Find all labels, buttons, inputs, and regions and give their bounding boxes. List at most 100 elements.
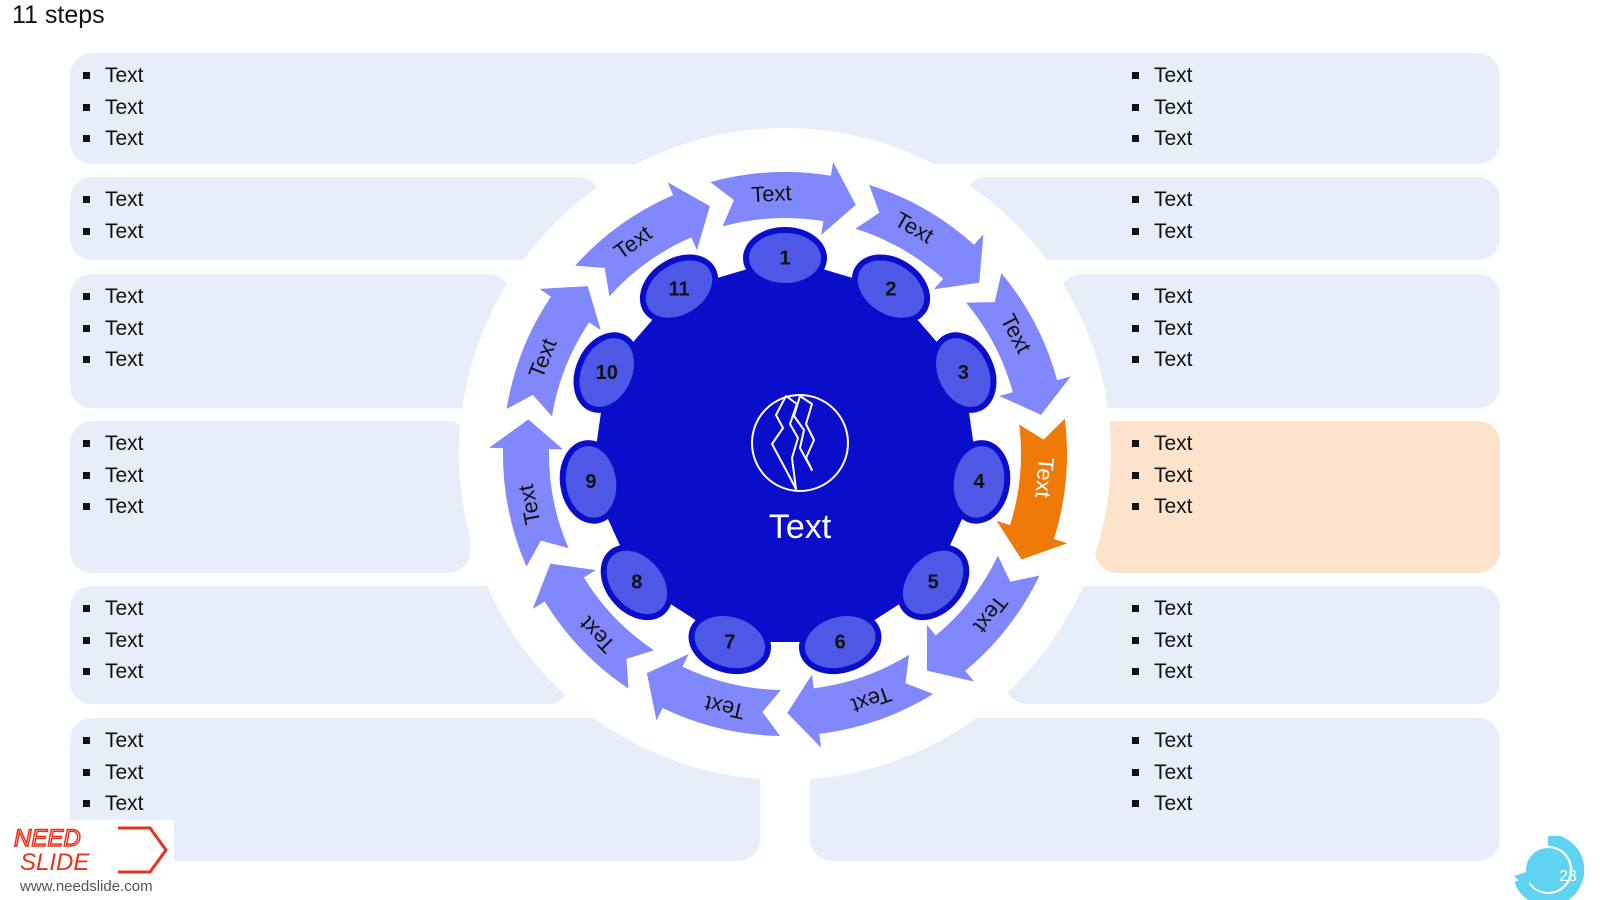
step-badge-3 xyxy=(930,332,997,413)
logo: NEED SLIDE xyxy=(0,820,174,900)
step-badge-6 xyxy=(798,610,882,675)
bullet-item: Text xyxy=(83,92,144,124)
step-badge-9 xyxy=(559,440,623,524)
step-badge-8 xyxy=(600,544,674,621)
step-arrow-5 xyxy=(926,555,1040,682)
panel-left-5 xyxy=(70,586,570,704)
step-badge-1 xyxy=(743,227,827,289)
left-list-3: Text Text Text xyxy=(83,281,144,376)
step-number-4: 4 xyxy=(973,471,985,493)
crack-icon xyxy=(771,395,799,490)
bullet-item: Text xyxy=(83,491,144,523)
bullet-item: Text xyxy=(1132,216,1193,248)
panel-left-4 xyxy=(70,421,470,573)
step-number-2: 2 xyxy=(885,278,896,300)
step-number-8: 8 xyxy=(631,572,642,594)
step-badge-7 xyxy=(688,610,772,675)
bullet-item: Text xyxy=(1132,428,1193,460)
center-hub xyxy=(590,258,980,643)
slide-title: 11 steps xyxy=(12,1,105,29)
panel-left-2 xyxy=(70,177,600,260)
left-list-5: Text Text Text xyxy=(83,593,144,688)
bullet-item: Text xyxy=(83,184,144,216)
step-arrow-7 xyxy=(646,653,781,736)
step-arrow-3 xyxy=(966,273,1071,415)
step-number-10: 10 xyxy=(596,362,618,384)
panel-right-4-highlight xyxy=(1095,421,1500,573)
website-url: www.needslide.com xyxy=(20,878,153,895)
step-badge-5 xyxy=(896,544,970,621)
step-arrow-1 xyxy=(710,161,856,235)
step-badge-10 xyxy=(573,332,640,413)
bullet-item: Text xyxy=(1132,491,1193,523)
step-arrow-label-1: Text xyxy=(751,180,793,207)
bullet-item: Text xyxy=(83,788,144,820)
left-list-1: Text Text Text xyxy=(83,60,144,155)
bullet-item: Text xyxy=(1132,344,1193,376)
bullet-item: Text xyxy=(1132,281,1193,313)
bullet-item: Text xyxy=(1132,725,1193,757)
bullet-item: Text xyxy=(1132,92,1193,124)
left-list-2: Text Text xyxy=(83,184,144,247)
bullet-item: Text xyxy=(83,281,144,313)
bullet-item: Text xyxy=(83,656,144,688)
step-number-5: 5 xyxy=(928,572,939,594)
needslide-logo: NEED SLIDE xyxy=(13,824,168,876)
left-list-4: Text Text Text xyxy=(83,428,144,523)
bullet-item: Text xyxy=(1132,593,1193,625)
right-list-3: Text Text Text xyxy=(1132,281,1193,376)
panel-right-2 xyxy=(965,177,1500,260)
crack-icon-right xyxy=(793,395,815,471)
step-number-6: 6 xyxy=(835,631,846,653)
panel-left-3 xyxy=(70,274,510,408)
step-arrow-9 xyxy=(489,419,569,567)
bullet-item: Text xyxy=(83,428,144,460)
bullet-item: Text xyxy=(83,344,144,376)
center-label: Text xyxy=(768,508,832,546)
page-number: 23 xyxy=(1559,868,1577,885)
logo-word-1: NEED xyxy=(14,825,81,852)
bullet-item: Text xyxy=(1132,788,1193,820)
bullet-item: Text xyxy=(1132,123,1193,155)
bullet-item: Text xyxy=(1132,313,1193,345)
right-list-1: Text Text Text xyxy=(1132,60,1193,155)
step-arrow-10 xyxy=(506,286,601,417)
bullet-item: Text xyxy=(83,757,144,789)
page-number-badge-icon xyxy=(1514,836,1584,900)
panel-right-5 xyxy=(1005,586,1500,704)
right-list-4: Text Text Text xyxy=(1132,428,1193,523)
step-number-3: 3 xyxy=(958,362,969,384)
bullet-item: Text xyxy=(83,123,144,155)
left-list-6: Text Text Text xyxy=(83,725,144,820)
right-list-6: Text Text Text xyxy=(1132,725,1193,820)
bullet-item: Text xyxy=(83,460,144,492)
bullet-item: Text xyxy=(1132,184,1193,216)
right-list-5: Text Text Text xyxy=(1132,593,1193,688)
logo-word-2: SLIDE xyxy=(20,849,90,876)
bullet-item: Text xyxy=(1132,625,1193,657)
step-badge-11 xyxy=(639,254,719,324)
step-arrow-11 xyxy=(575,182,710,297)
step-badge-2 xyxy=(851,254,931,324)
bullet-item: Text xyxy=(83,725,144,757)
bullet-item: Text xyxy=(1132,757,1193,789)
bullet-item: Text xyxy=(1132,460,1193,492)
step-number-11: 11 xyxy=(668,278,689,300)
bullet-item: Text xyxy=(83,625,144,657)
step-arrow-label-4: Text xyxy=(1030,456,1059,498)
bullet-item: Text xyxy=(83,313,144,345)
right-list-2: Text Text xyxy=(1132,184,1193,247)
step-arrow-4 xyxy=(996,418,1068,560)
step-arrow-2 xyxy=(855,184,984,290)
step-number-1: 1 xyxy=(779,247,790,269)
step-number-7: 7 xyxy=(724,631,735,653)
step-arrow-6 xyxy=(787,654,934,748)
step-number-9: 9 xyxy=(585,471,596,493)
bullet-item: Text xyxy=(83,593,144,625)
step-badge-4 xyxy=(947,440,1011,524)
bullet-item: Text xyxy=(1132,656,1193,688)
step-arrow-8 xyxy=(532,563,654,689)
bullet-item: Text xyxy=(83,216,144,248)
bullet-item: Text xyxy=(83,60,144,92)
